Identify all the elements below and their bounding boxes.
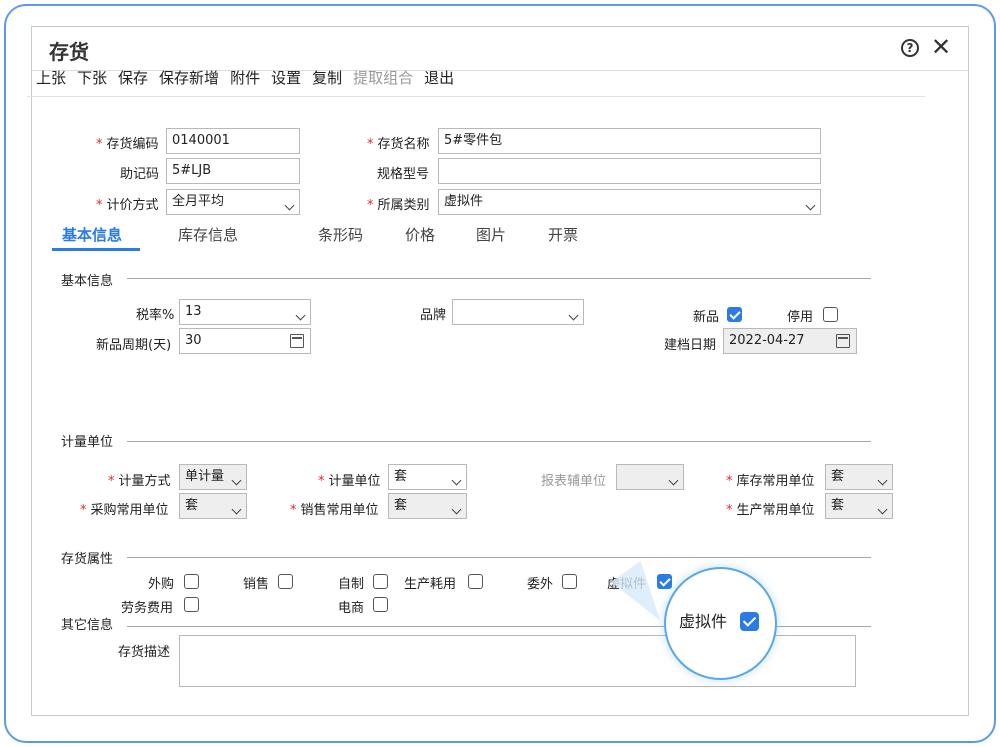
chevron-down-icon [879,468,886,489]
unit-select[interactable]: 套 [388,464,467,490]
save-new-button[interactable]: 保存新增 [159,69,220,87]
section-attributes-title: 存货属性 [61,552,114,567]
active-tab-indicator [52,248,140,251]
tab-image[interactable]: 图片 [476,226,507,244]
unit-method-select[interactable]: 单计量 [179,464,247,490]
dialog-title: 存货 [49,40,89,64]
prev-button[interactable]: 上张 [36,69,67,87]
virtual-label: 虚拟件 [607,577,647,592]
chevron-down-icon [879,497,886,518]
dialog-titlebar: 存货 ? ✕ [32,27,968,71]
purchase-unit-label: *采购常用单位 [80,503,169,518]
section-basic-title: 基本信息 [61,274,114,289]
zoom-callout-checkbox [740,612,759,631]
calendar-icon[interactable] [836,334,850,348]
settings-button[interactable]: 设置 [271,69,302,87]
cycle-label: 新品周期(天) [96,338,172,353]
report-unit-select [616,464,684,490]
section-divider [127,557,871,558]
tax-label: 税率% [136,308,175,323]
category-label: *所属类别 [367,198,430,213]
selfmade-checkbox[interactable] [373,574,388,589]
tab-invoice[interactable]: 开票 [548,226,579,244]
toolbar-divider [27,96,925,97]
close-icon[interactable]: ✕ [931,33,952,61]
chevron-down-icon [570,303,577,324]
labor-checkbox[interactable] [184,597,199,612]
purchase-unit-select[interactable]: 套 [179,493,247,519]
brand-select[interactable] [452,299,584,325]
tab-bar: 基本信息 库存信息 条形码 价格 图片 开票 [0,197,1000,244]
virtual-checkbox[interactable] [657,574,672,589]
tab-price[interactable]: 价格 [405,226,436,244]
section-divider [127,278,871,279]
ecommerce-label: 电商 [338,601,365,616]
calculator-icon[interactable] [290,334,304,348]
labor-label: 劳务费用 [121,601,174,616]
sales-checkbox[interactable] [278,574,293,589]
toolbar: 上张 下张 保存 保存新增 附件 设置 复制 提取组合 退出 [36,67,465,89]
exit-button[interactable]: 退出 [424,69,455,87]
chevron-down-icon [297,303,304,324]
production-unit-label: *生产常用单位 [726,503,815,518]
chevron-down-icon [670,468,677,489]
section-other-title: 其它信息 [61,618,114,633]
code-label: *存货编码 [96,137,159,152]
copy-button[interactable]: 复制 [312,69,343,87]
disabled-checkbox[interactable] [823,307,838,322]
consigned-checkbox[interactable] [562,574,577,589]
chevron-down-icon [233,468,240,489]
consumption-label: 生产耗用 [404,577,457,592]
spec-input[interactable] [438,158,821,184]
mnemonic-label: 助记码 [120,167,160,182]
disabled-label: 停用 [787,310,814,325]
stock-unit-select[interactable]: 套 [825,464,893,490]
section-divider [127,626,871,627]
new-checkbox[interactable] [727,307,742,322]
unit-label: *计量单位 [318,474,381,489]
sales-unit-select[interactable]: 套 [388,493,467,519]
tab-barcode[interactable]: 条形码 [318,226,364,244]
chevron-down-icon [453,468,460,489]
selfmade-label: 自制 [338,577,365,592]
extract-combo-button: 提取组合 [353,69,414,87]
brand-label: 品牌 [420,308,447,323]
new-label: 新品 [693,310,720,325]
unit-method-label: *计量方式 [108,474,171,489]
cycle-input[interactable]: 30 [179,328,311,354]
chevron-down-icon [453,497,460,518]
report-unit-label: 报表辅单位 [541,474,607,489]
help-icon[interactable]: ? [901,39,919,57]
consigned-label: 委外 [527,577,554,592]
description-label: 存货描述 [118,645,171,660]
tab-basic-info[interactable]: 基本信息 [62,226,123,244]
code-input[interactable]: 0140001 [166,128,300,154]
next-button[interactable]: 下张 [77,69,108,87]
stock-unit-label: *库存常用单位 [726,474,815,489]
pricing-select[interactable]: 全月平均 [166,189,300,215]
save-button[interactable]: 保存 [118,69,149,87]
name-label: *存货名称 [367,137,430,152]
zoom-callout-label: 虚拟件 [679,612,728,631]
date-label: 建档日期 [664,338,717,353]
ecommerce-checkbox[interactable] [373,597,388,612]
outsourcing-label: 外购 [148,577,175,592]
attachment-button[interactable]: 附件 [230,69,261,87]
chevron-down-icon [233,497,240,518]
consumption-checkbox[interactable] [468,574,483,589]
category-select[interactable]: 虚拟件 [438,189,821,215]
spec-label: 规格型号 [377,167,430,182]
production-unit-select[interactable]: 套 [825,493,893,519]
name-input[interactable]: 5#零件包 [438,128,821,154]
outsourcing-checkbox[interactable] [184,574,199,589]
tax-select[interactable]: 13 [179,299,311,325]
sales-unit-label: *销售常用单位 [290,503,379,518]
section-units-title: 计量单位 [61,435,114,450]
date-input[interactable]: 2022-04-27 [723,328,857,354]
sales-attr-label: 销售 [243,577,270,592]
section-divider [127,441,871,442]
pricing-label: *计价方式 [96,198,159,213]
tab-stock-info[interactable]: 库存信息 [178,226,239,244]
mnemonic-input[interactable]: 5#LJB [166,158,300,184]
